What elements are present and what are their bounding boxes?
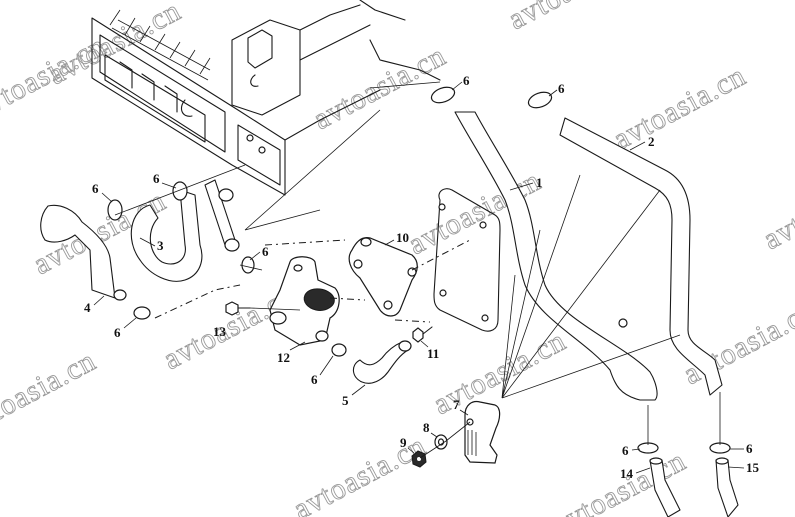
watermark: avtoasia.cn <box>608 59 752 156</box>
bolt-13 <box>225 301 301 316</box>
gasket-plate <box>433 188 501 332</box>
hose-3 <box>130 189 203 282</box>
water-valve-12 <box>269 256 340 346</box>
callout-10: 10 <box>396 230 409 245</box>
callout-9: 9 <box>400 435 407 450</box>
assembly-line <box>154 239 471 323</box>
callout-6: 6 <box>558 81 565 96</box>
leader-fan <box>501 174 681 399</box>
watermark: avtoasia.cn <box>758 159 795 256</box>
watermark: avtoasia.cn <box>428 324 572 421</box>
callout-7: 7 <box>453 397 460 412</box>
callout-14: 14 <box>620 466 634 481</box>
watermark: avtoasia.cn <box>678 294 795 391</box>
bracket-7 <box>464 400 501 464</box>
callout-13: 13 <box>213 324 227 339</box>
guide-line <box>244 81 441 231</box>
watermark: avtoasia.cn <box>503 0 647 36</box>
callout-8: 8 <box>423 420 430 435</box>
heater-unit <box>91 0 441 196</box>
guide-line <box>114 164 721 445</box>
callout-11: 11 <box>427 346 439 361</box>
nut-9 <box>411 450 427 468</box>
hole <box>618 318 628 328</box>
callout-6: 6 <box>153 171 160 186</box>
callouts: 1 2 3 4 5 6 6 6 6 6 6 6 6 6 7 8 9 10 <box>84 73 760 481</box>
watermark: avtoasia.cn <box>0 344 101 441</box>
callout-6: 6 <box>463 73 470 88</box>
callout-3: 3 <box>157 238 164 253</box>
callout-1: 1 <box>536 175 543 190</box>
callout-6: 6 <box>746 441 753 456</box>
callout-6: 6 <box>262 244 269 259</box>
hose-1 <box>454 111 658 401</box>
hose-upper-left <box>204 179 240 252</box>
callout-6: 6 <box>92 181 99 196</box>
hose-2 <box>559 117 723 396</box>
callout-5: 5 <box>342 393 349 408</box>
callout-2: 2 <box>648 134 655 149</box>
bracket-10 <box>348 237 418 317</box>
watermark: avtoasia.cn <box>288 429 432 517</box>
hose-5 <box>352 340 412 384</box>
guide-line <box>419 421 471 459</box>
bolt-11 <box>412 326 433 343</box>
callout-6: 6 <box>311 372 318 387</box>
washer-8 <box>434 434 448 450</box>
hose-15 <box>715 457 739 517</box>
watermark: avtoasia.cn <box>0 29 111 126</box>
hose-14 <box>649 457 681 517</box>
callout-12: 12 <box>277 350 290 365</box>
callout-6: 6 <box>622 443 629 458</box>
callout-15: 15 <box>746 460 760 475</box>
clamps <box>107 86 731 454</box>
hose-4 <box>40 204 127 301</box>
callout-4: 4 <box>84 300 91 315</box>
callout-6: 6 <box>114 325 121 340</box>
